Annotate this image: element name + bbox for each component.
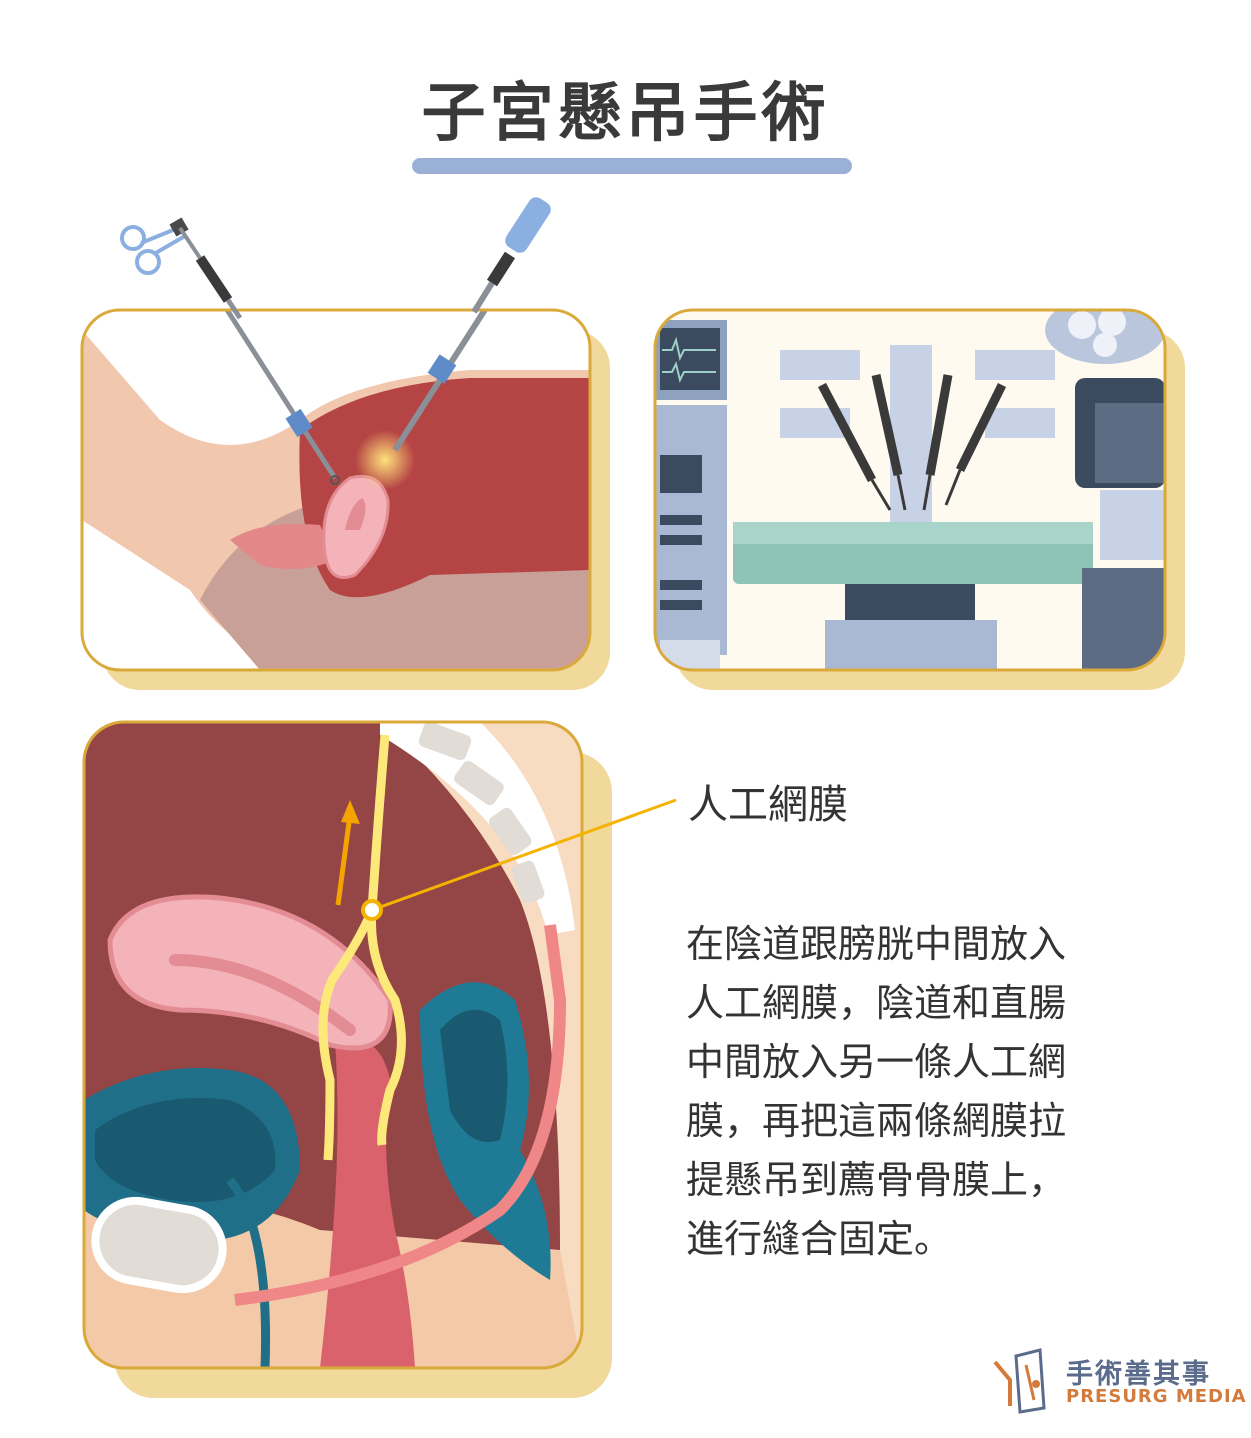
description-line: 中間放入另一條人工網	[686, 1040, 1067, 1084]
robot-instrument-4	[955, 383, 1007, 472]
scope-shaft	[392, 310, 523, 452]
table-base	[845, 584, 975, 624]
robot-instrument-1	[818, 382, 876, 483]
grasper-instrument	[120, 217, 243, 320]
brand-name-en: PRESURG MEDIA	[1066, 1386, 1247, 1407]
description-line: 提懸吊到薦骨骨膜上，	[686, 1158, 1067, 1202]
scope-port	[427, 354, 457, 384]
mesh-callout-label: 人工網膜	[688, 782, 848, 828]
procedure-description: 在陰道跟膀胱中間放入 人工網膜，陰道和直腸 中間放入另一條人工網 膜，再把這兩條…	[686, 915, 1156, 1269]
equipment-cabinet	[655, 405, 727, 655]
panel-border	[82, 720, 584, 1370]
artificial-mesh-anterior	[318, 908, 377, 1161]
brand-name-zh: 手術善其事	[1066, 1359, 1211, 1390]
callout-marker	[361, 899, 383, 921]
description-line: 膜，再把這兩條網膜拉	[686, 1099, 1067, 1143]
description-line: 在陰道跟膀胱中間放入	[686, 922, 1067, 966]
robot-arm-right-lower	[985, 408, 1055, 438]
panel-border	[80, 308, 592, 672]
robot-base	[825, 620, 997, 670]
robot-panel	[653, 308, 1185, 690]
robot-arm-right-upper	[975, 350, 1055, 380]
robot-instrument-2	[871, 374, 903, 476]
description-line: 人工網膜，陰道和直腸	[686, 981, 1067, 1025]
light-glow	[355, 430, 415, 490]
sacrum	[380, 722, 575, 935]
title-underline	[412, 158, 852, 174]
callout-line	[371, 798, 677, 912]
brand-logo-icon	[993, 1348, 1046, 1414]
page-title: 子宮懸吊手術	[421, 77, 830, 151]
robot-arm-left-upper	[780, 350, 860, 380]
panel-border	[653, 308, 1167, 672]
artificial-mesh-posterior	[367, 734, 406, 1146]
lift-direction-arrow	[335, 814, 353, 906]
urethra	[226, 1177, 271, 1368]
robot-instrument-3	[925, 374, 953, 476]
lift-arrow-head	[341, 800, 360, 824]
grasper-shaft	[192, 310, 338, 480]
laparoscopy-panel	[80, 197, 610, 690]
uterus-cavity	[345, 498, 366, 530]
laparoscope-instrument	[471, 197, 551, 314]
pubic-bone	[91, 1196, 227, 1294]
uterine-cavity	[169, 954, 356, 1036]
grasper-port	[285, 408, 313, 438]
grasper-tip	[330, 475, 340, 485]
vaginal-canal	[230, 524, 335, 569]
description-line: 進行縫合固定。	[686, 1217, 953, 1261]
posterior-vaginal-wall	[234, 924, 567, 1306]
pelvic-section-panel	[82, 720, 677, 1398]
